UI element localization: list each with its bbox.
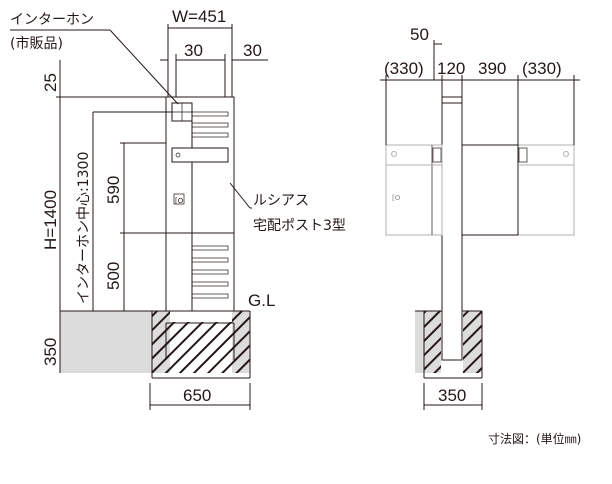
product-name-line2: 宅配ポスト3型 [253, 218, 346, 234]
side-box-body [461, 144, 519, 236]
side-right-extent: (330) [522, 59, 562, 78]
side-footing-width: 350 [438, 386, 466, 405]
side-post-gap: 120 [437, 59, 465, 78]
footing-width-label: 650 [183, 386, 211, 405]
side-post [441, 96, 463, 361]
lower-unit-label: 500 [104, 262, 123, 290]
side-box-depth: 390 [478, 59, 506, 78]
product-name-line1: ルシアス [253, 193, 309, 209]
intercom-sub-label: (市販品) [10, 35, 63, 52]
height-total-label: H=1400 [41, 190, 60, 250]
footing-depth-label: 350 [41, 338, 60, 366]
svg-text:[O: [O [175, 197, 184, 205]
upper-unit-label: 590 [104, 176, 123, 204]
nameplate [173, 193, 185, 205]
front-dimension-ticks [56, 96, 128, 312]
side-left-extent: (330) [384, 59, 424, 78]
front-view: [O W=451 30 30 25 H=1400 インターホン中心:130 [10, 7, 346, 410]
mail-slot [171, 147, 229, 163]
ground-level-label: G.L [248, 291, 275, 310]
width-total-label: W=451 [172, 7, 226, 26]
lower-louvres [191, 245, 229, 299]
intercom-center-label: インターホン中心:1300 [76, 152, 92, 304]
side-top-value: 50 [410, 25, 429, 44]
width-left-gap-label: 30 [184, 41, 203, 60]
width-right-gap-label: 30 [243, 41, 262, 60]
side-door-left-open [385, 144, 443, 236]
top-offset-label: 25 [41, 73, 60, 92]
side-door-right-open [517, 144, 575, 236]
intercom-label: インターホン [10, 12, 94, 28]
units-caption: 寸法図：(単位㎜) [488, 431, 581, 446]
svg-text:[O: [O [392, 194, 401, 202]
upper-louvres [191, 111, 229, 138]
side-view: [O 50 (330) 120 390 (330) 350 [380, 25, 580, 410]
